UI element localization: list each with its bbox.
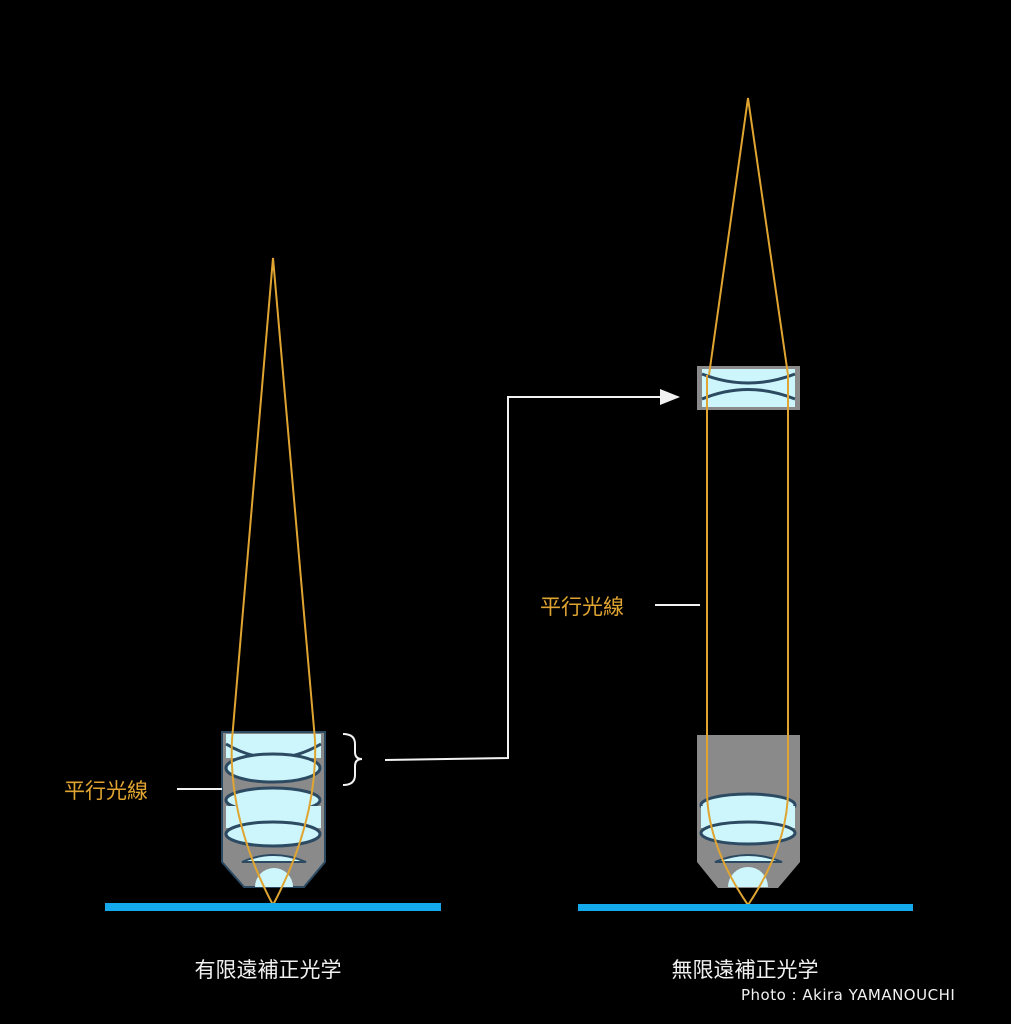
right-parallel-ray-label: 平行光線 <box>540 595 624 619</box>
bracket <box>342 733 363 786</box>
transfer-arrow <box>384 389 680 761</box>
infinity-objective <box>697 735 800 888</box>
infinity-slide <box>578 904 913 911</box>
infinity-title: 無限遠補正光学 <box>671 958 819 982</box>
tube-lens <box>697 366 800 410</box>
finite-slide <box>105 903 441 911</box>
finite-title: 有限遠補正光学 <box>194 958 342 982</box>
photo-credit: Photo : Akira YAMANOUCHI <box>741 986 956 1004</box>
left-parallel-ray-label: 平行光線 <box>64 779 148 803</box>
